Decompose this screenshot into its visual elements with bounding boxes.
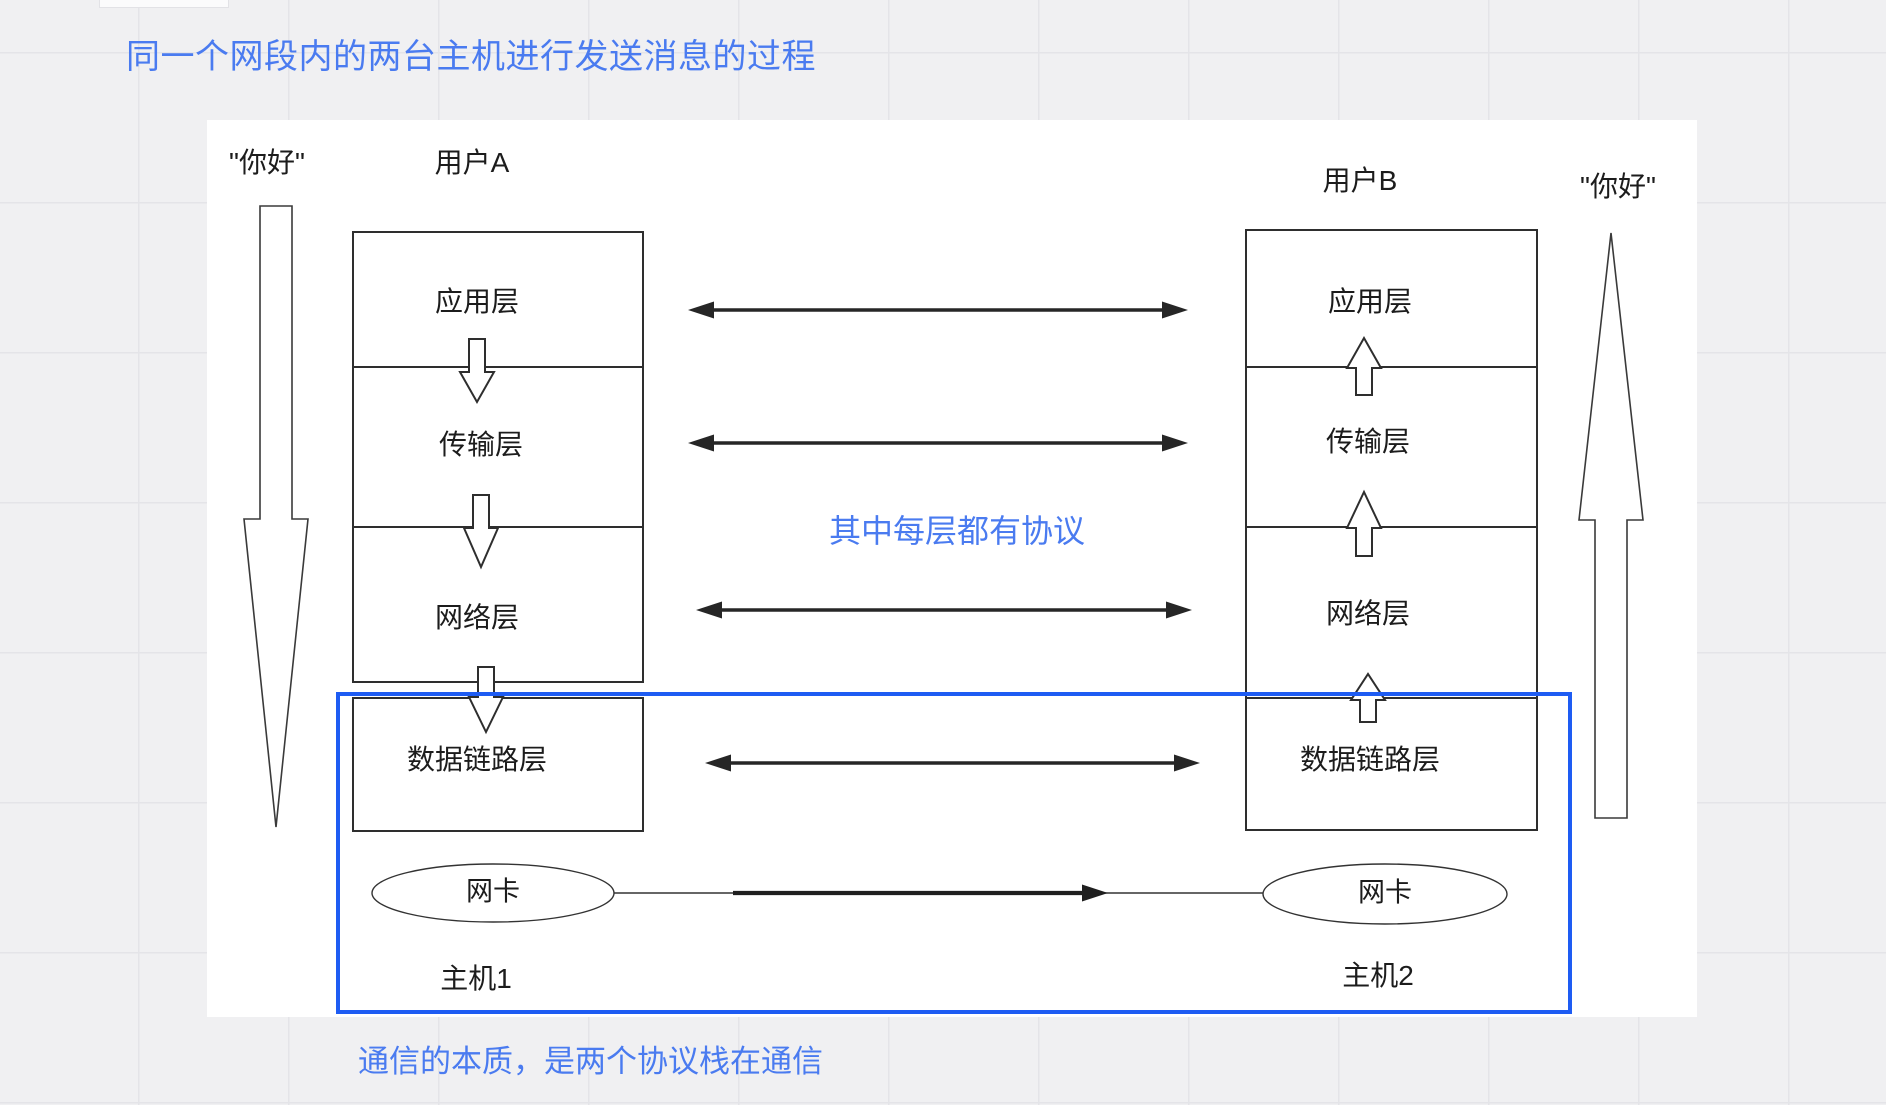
left-layer-network: 网络层 xyxy=(434,602,520,633)
big-down-arrow-left[interactable] xyxy=(243,205,309,828)
top-edge-artifact xyxy=(99,0,229,8)
down-arrow-icon[interactable] xyxy=(462,494,500,570)
left-stack-upper-box[interactable] xyxy=(352,231,644,683)
right-layer-network: 网络层 xyxy=(1325,598,1411,629)
nic-left-label: 网卡 xyxy=(466,876,520,907)
right-layer-datalink: 数据链路层 xyxy=(1299,744,1441,775)
left-layer-datalink: 数据链路层 xyxy=(406,744,548,775)
up-arrow-icon[interactable] xyxy=(1345,335,1383,396)
nic-oval-right[interactable] xyxy=(1262,863,1508,925)
up-arrow-icon[interactable] xyxy=(1349,672,1387,723)
nic-right-label: 网卡 xyxy=(1358,877,1412,908)
right-stack-upper-box[interactable] xyxy=(1245,229,1538,699)
left-stack-datalink-box[interactable] xyxy=(352,697,644,832)
host1-label: 主机1 xyxy=(440,963,512,994)
right-layer-application: 应用层 xyxy=(1327,286,1413,317)
diagram-caption: 通信的本质，是两个协议栈在通信 xyxy=(358,1044,823,1079)
protocol-note: 其中每层都有协议 xyxy=(828,513,1086,549)
left-layer-transport: 传输层 xyxy=(438,429,524,460)
nic-transfer-arrow[interactable] xyxy=(733,884,1108,902)
left-layer-application: 应用层 xyxy=(434,286,520,317)
big-up-arrow-right[interactable] xyxy=(1578,232,1644,819)
peer-arrow-transport[interactable] xyxy=(688,434,1188,452)
user-a-label: 用户A xyxy=(434,147,510,178)
peer-arrow-application[interactable] xyxy=(688,301,1188,319)
highlight-rectangle[interactable] xyxy=(336,692,1572,1014)
user-b-label: 用户B xyxy=(1322,165,1398,196)
peer-arrow-network[interactable] xyxy=(696,601,1192,619)
message-right-label: "你好" xyxy=(1580,171,1656,202)
diagram-title: 同一个网段内的两台主机进行发送消息的过程 xyxy=(126,38,816,76)
nic-oval-left[interactable] xyxy=(371,863,615,923)
down-arrow-icon[interactable] xyxy=(467,666,505,735)
down-arrow-icon[interactable] xyxy=(458,338,496,405)
host2-label: 主机2 xyxy=(1342,960,1414,991)
up-arrow-icon[interactable] xyxy=(1345,489,1383,557)
left-stack[interactable] xyxy=(352,231,644,832)
right-layer-transport: 传输层 xyxy=(1325,426,1411,457)
peer-arrow-datalink[interactable] xyxy=(705,754,1200,772)
right-stack-datalink-box[interactable] xyxy=(1245,697,1538,831)
message-left-label: "你好" xyxy=(229,147,305,178)
right-stack[interactable] xyxy=(1245,229,1538,831)
